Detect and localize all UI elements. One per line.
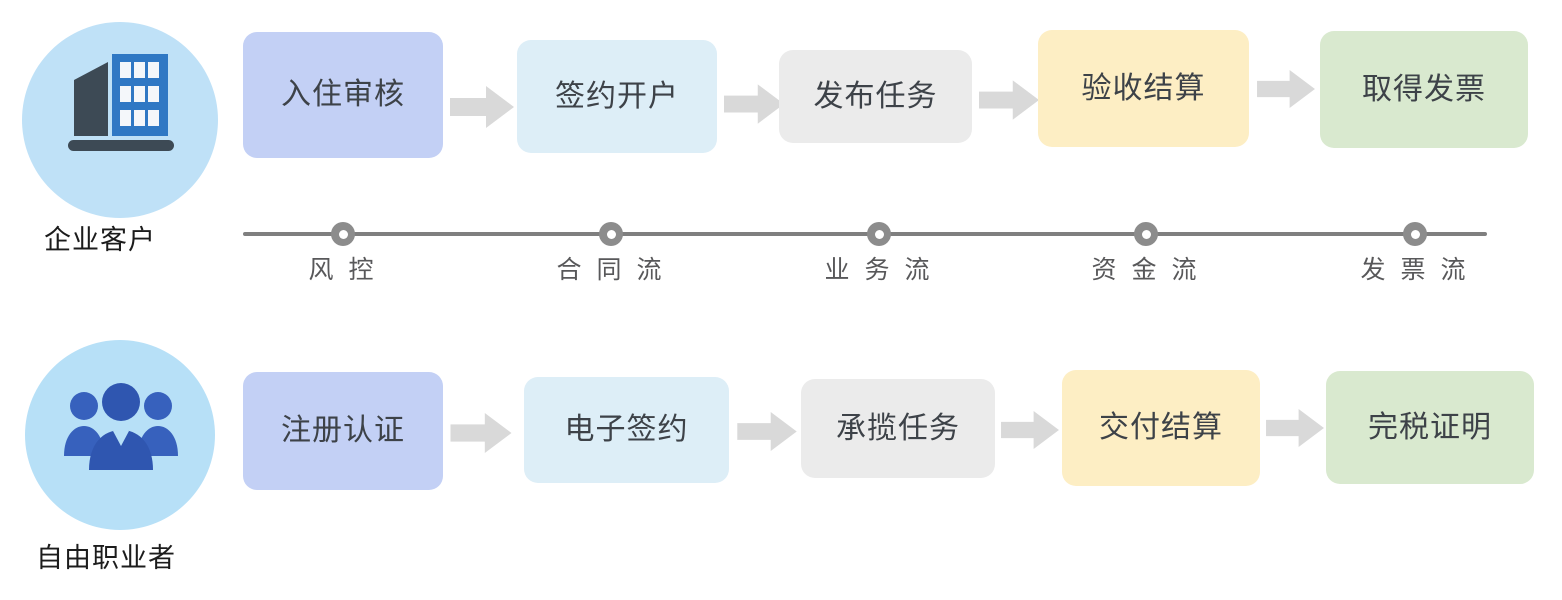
timeline-node-zijinliu[interactable]: [1134, 222, 1158, 246]
timeline-label: 业 务 流: [824, 256, 934, 284]
step-card-label: 注册认证: [281, 414, 405, 447]
timeline-label: 风 控: [308, 256, 378, 284]
timeline-node-fapiaoliu[interactable]: [1403, 222, 1427, 246]
timeline-label: 发 票 流: [1360, 256, 1470, 284]
step-card-label: 发布任务: [813, 79, 938, 113]
flow-arrow-icon: [450, 86, 514, 128]
actor-label-freelancer: 自由职业者: [36, 543, 176, 573]
step-card-label: 签约开户: [555, 79, 679, 113]
people-group-icon: [64, 383, 178, 470]
step-card-label: 取得发票: [1362, 72, 1486, 106]
step-card-jiaofu-jiesuan[interactable]: 交付结算: [1062, 370, 1260, 486]
flow-arrow-icon: [1257, 70, 1315, 108]
step-card-wanshui-zhengming[interactable]: 完税证明: [1326, 371, 1534, 484]
office-building-icon: [68, 54, 174, 151]
timeline-node-fengkong[interactable]: [331, 222, 355, 246]
step-card-label: 交付结算: [1099, 411, 1223, 444]
timeline-label: 资 金 流: [1091, 256, 1201, 284]
flow-arrow-icon: [1001, 411, 1059, 449]
step-card-yanshou-jiesuan[interactable]: 验收结算: [1038, 30, 1249, 147]
step-card-ruzhu-shenhe[interactable]: 入住审核: [243, 32, 443, 158]
process-timeline: 风 控 合 同 流 业 务 流 资 金 流 发 票 流: [243, 216, 1487, 286]
step-card-label: 验收结算: [1081, 71, 1206, 105]
step-card-label: 完税证明: [1368, 410, 1492, 444]
step-card-label: 入住审核: [281, 78, 405, 111]
step-card-chenglan-renwu[interactable]: 承揽任务: [801, 379, 995, 478]
step-card-qude-fapiao[interactable]: 取得发票: [1320, 31, 1528, 148]
timeline-axis: [243, 232, 1487, 236]
actor-label-enterprise-customer: 企业客户: [44, 225, 156, 255]
step-card-label: 电子签约: [564, 413, 689, 446]
step-card-zhuce-renzheng[interactable]: 注册认证: [243, 372, 443, 490]
timeline-node-hetongliu[interactable]: [599, 222, 623, 246]
flow-arrow-icon: [724, 84, 784, 124]
step-card-fabu-renwu[interactable]: 发布任务: [779, 50, 972, 143]
flow-arrow-icon: [1266, 409, 1324, 447]
step-card-qianyue-kaihu[interactable]: 签约开户: [517, 40, 717, 153]
flow-arrow-icon: [737, 412, 797, 451]
step-card-dianzi-qianyue[interactable]: 电子签约: [524, 377, 729, 483]
flow-arrow-icon: [979, 80, 1039, 120]
timeline-label: 合 同 流: [556, 256, 666, 284]
flow-arrow-icon: [450, 413, 512, 453]
step-card-label: 承揽任务: [836, 411, 960, 445]
timeline-node-yewuliu[interactable]: [867, 222, 891, 246]
